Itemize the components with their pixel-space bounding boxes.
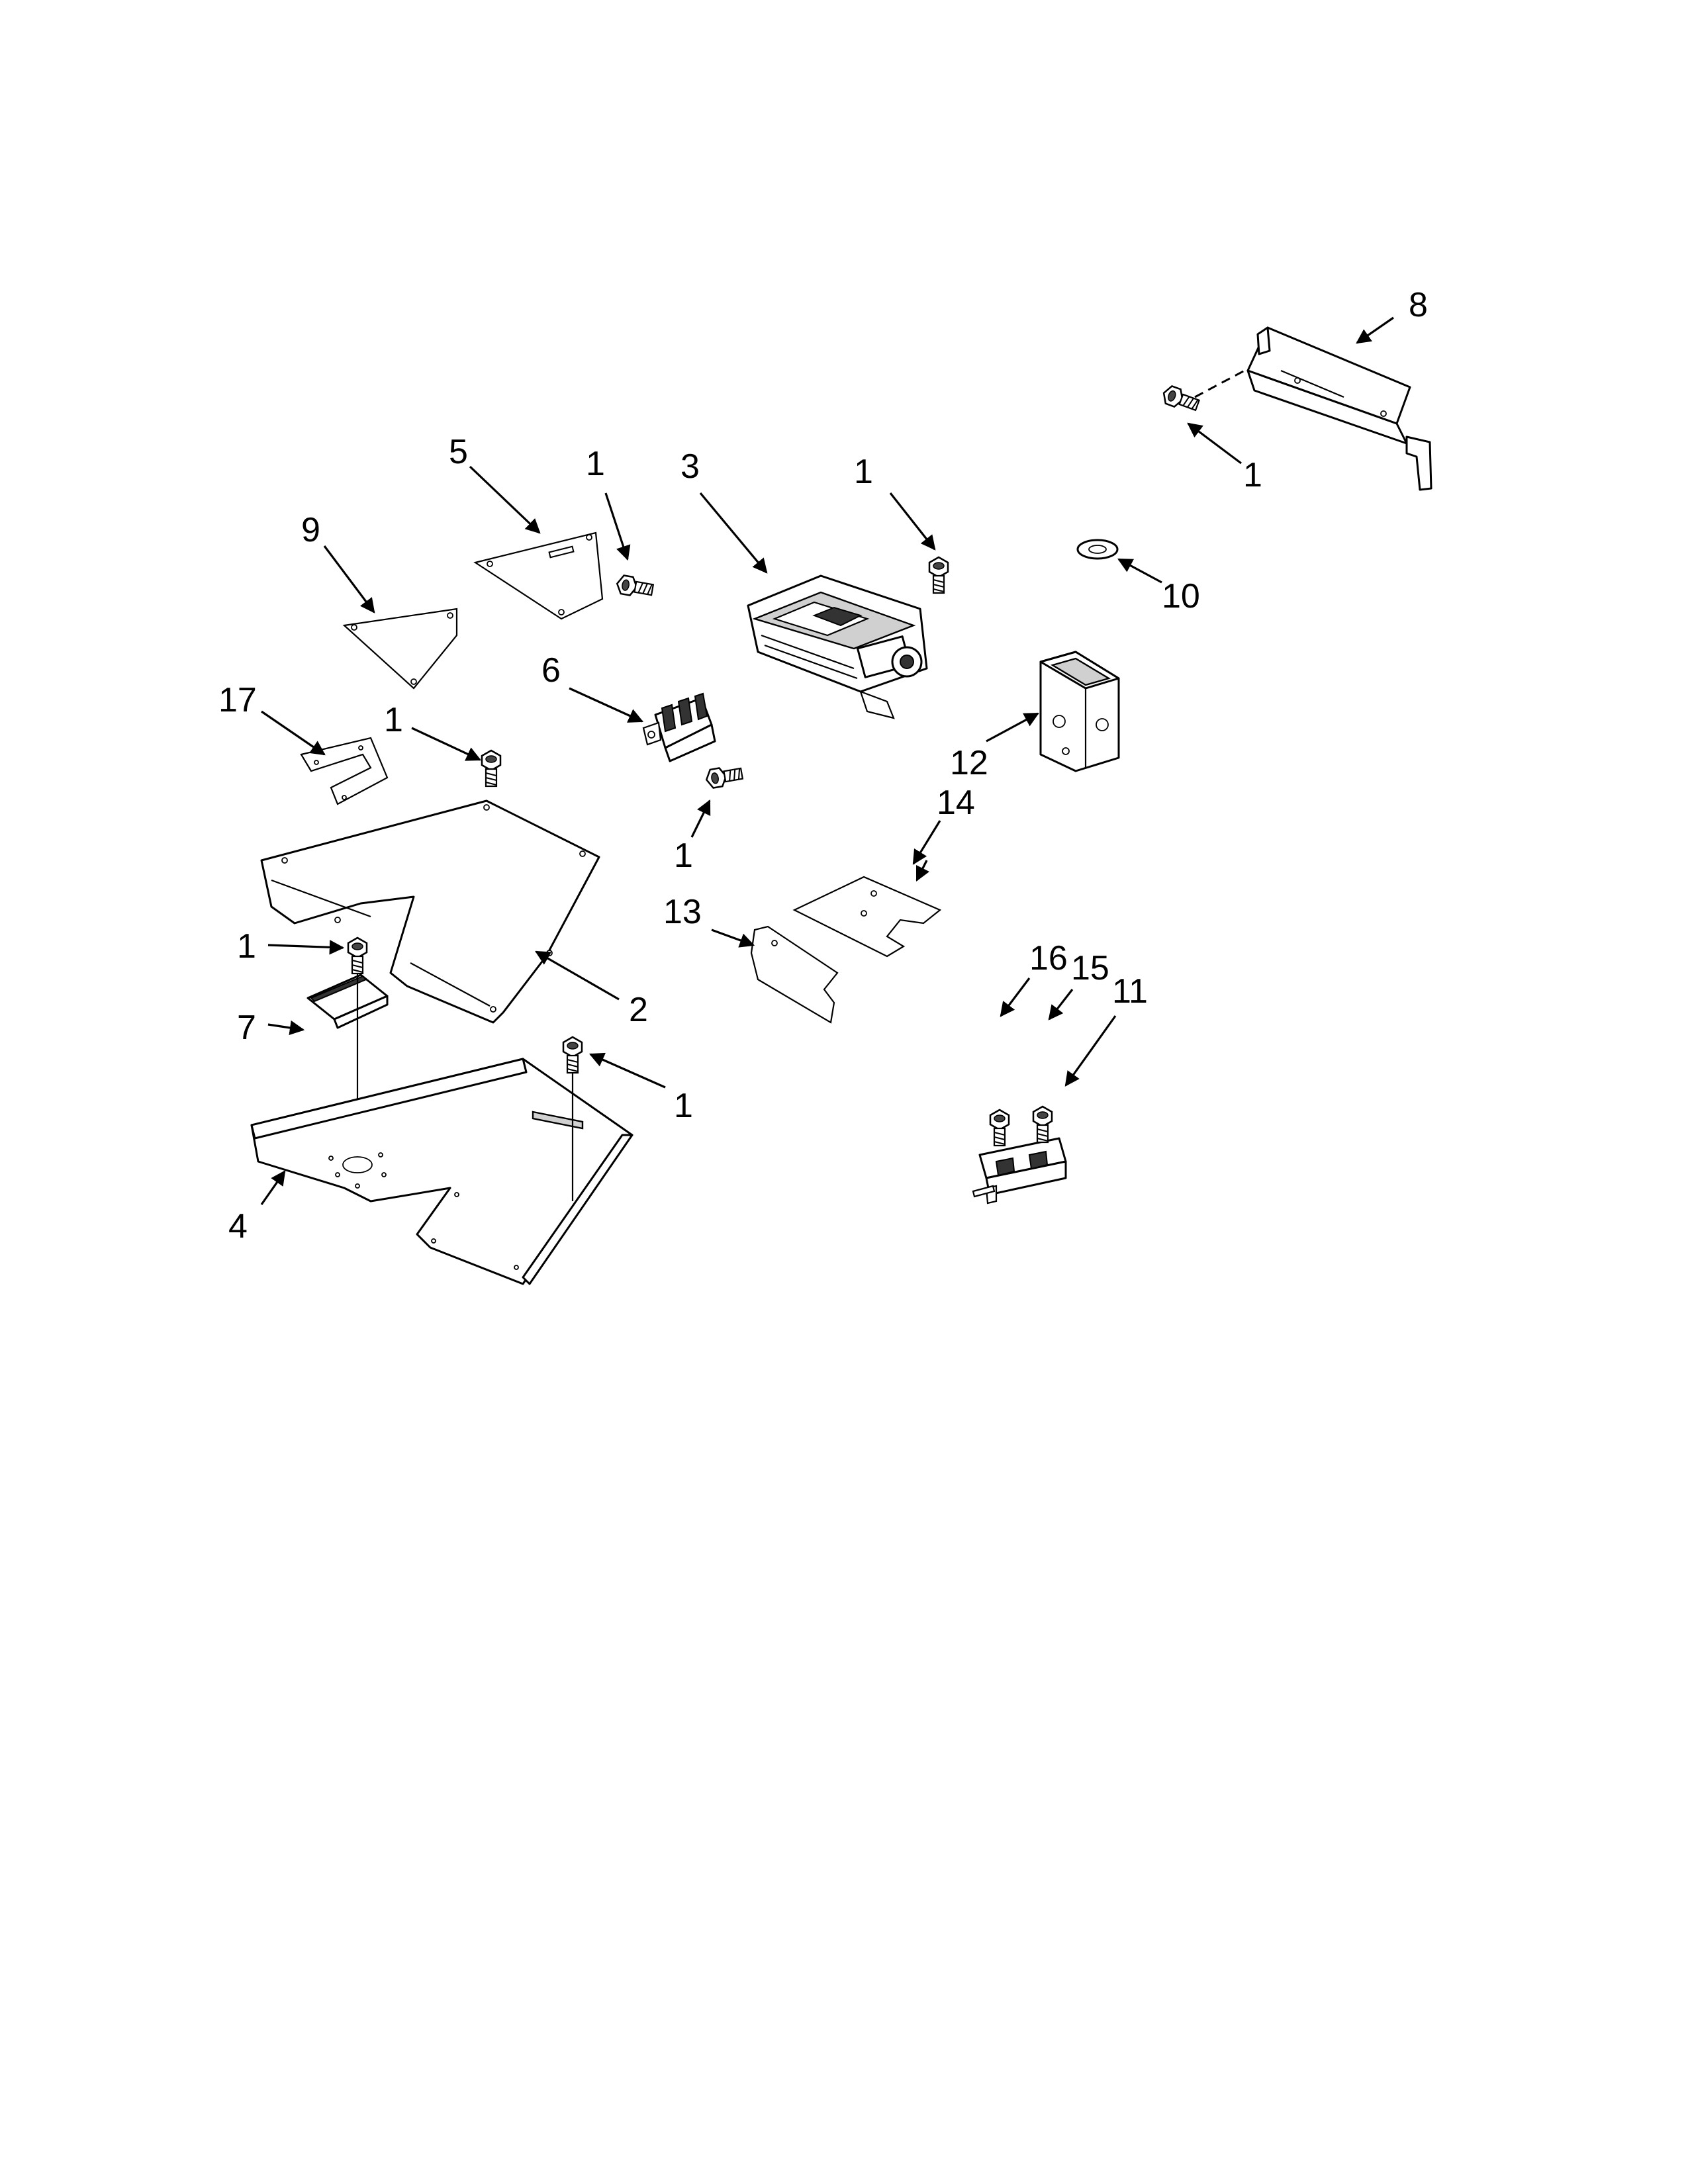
callout-1: 1 [384, 701, 403, 739]
callout-1: 1 [854, 453, 873, 491]
callout-labels: 8 1 10 5 1 3 1 9 17 1 6 1 12 14 13 1 2 7… [218, 286, 1428, 1246]
callout-10: 10 [1162, 577, 1200, 615]
part-2-plate [260, 799, 600, 1024]
callout-1: 1 [237, 927, 256, 966]
part-12-box [1039, 651, 1120, 772]
dashed-guide-line [1194, 369, 1245, 398]
part-9-plate [342, 608, 458, 690]
screw-icon [928, 556, 949, 594]
callout-17: 17 [218, 681, 257, 719]
callout-9: 9 [301, 511, 320, 549]
screw-icon [347, 936, 368, 975]
part-8-bracket [1246, 326, 1432, 491]
callout-3: 3 [680, 447, 700, 486]
screw-icon [989, 1109, 1010, 1147]
part-7-bracket [306, 974, 389, 1029]
callout-13: 13 [663, 893, 702, 931]
callout-8: 8 [1409, 286, 1428, 324]
part-4-base-pan [250, 1058, 633, 1285]
leader-arrows [260, 316, 1394, 1205]
part-13-plate [750, 925, 839, 1024]
callout-4: 4 [228, 1207, 248, 1246]
part-6-relay [642, 692, 716, 762]
screw-icon [614, 573, 655, 600]
callout-1: 1 [586, 445, 605, 483]
callout-2: 2 [629, 991, 648, 1029]
callout-16: 16 [1029, 939, 1068, 978]
screw-icon [481, 749, 502, 788]
callout-12: 12 [950, 744, 988, 782]
callout-1: 1 [674, 1087, 693, 1125]
screw-icon [562, 1036, 583, 1074]
part-11-terminal-block [972, 1137, 1067, 1205]
screw-icon [704, 763, 745, 790]
screw-icon [1160, 383, 1201, 415]
part-10-washer [1076, 539, 1119, 560]
callout-11: 11 [1112, 972, 1148, 1011]
part-5-plate [473, 531, 604, 620]
callout-5: 5 [449, 433, 468, 471]
callout-1: 1 [674, 837, 693, 875]
callout-7: 7 [237, 1009, 256, 1047]
callout-15: 15 [1071, 949, 1109, 987]
callout-14: 14 [937, 784, 975, 822]
callout-6: 6 [541, 651, 561, 690]
screw-icon [1032, 1105, 1053, 1144]
callout-1: 1 [1243, 456, 1262, 494]
part-14-plate [792, 876, 942, 958]
part-3-motor-assembly [747, 574, 928, 719]
